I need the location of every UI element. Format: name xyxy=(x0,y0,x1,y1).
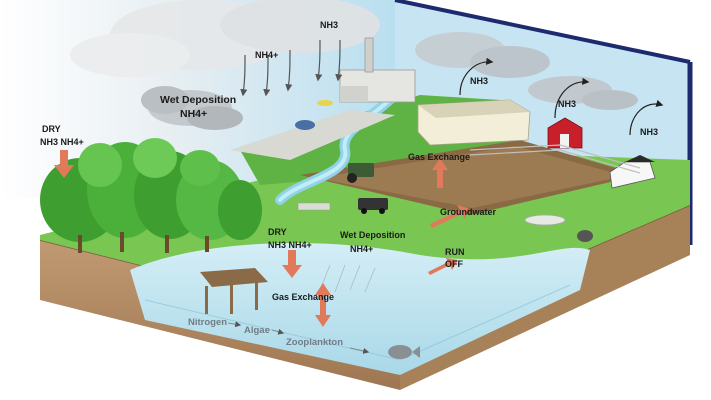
deposition-arrows xyxy=(240,39,343,97)
bridge xyxy=(297,202,331,211)
car xyxy=(317,100,333,106)
algae-label: Algae xyxy=(244,325,270,336)
runoff-label-line2: OFF xyxy=(445,259,463,269)
car xyxy=(295,120,315,130)
dry-deposition-water-species: NH3 NH4+ xyxy=(268,240,312,250)
groundwater-arrow xyxy=(430,205,468,228)
road xyxy=(230,100,395,160)
gas-exchange-land-arrow xyxy=(432,158,448,188)
pier xyxy=(200,268,268,314)
truck xyxy=(358,198,388,214)
tractor xyxy=(347,163,374,183)
fish xyxy=(388,345,420,359)
flux-arrows xyxy=(54,150,468,327)
wet-deposition-water-species: NH4+ xyxy=(350,244,373,254)
nh3-emission-label-1: NH3 xyxy=(470,76,488,86)
gas-exchange-water-arrow xyxy=(315,283,331,327)
wet-deposition-sky-species: NH4+ xyxy=(180,108,207,120)
nitrogen-label: Nitrogen xyxy=(188,317,227,328)
gas-exchange-water-label: Gas Exchange xyxy=(272,292,334,302)
wet-deposition-water-title: Wet Deposition xyxy=(340,230,405,240)
emission-arrows xyxy=(459,57,664,136)
barn xyxy=(547,117,583,149)
dry-deposition-left-title: DRY xyxy=(42,124,61,134)
dry-deposition-arrow xyxy=(54,150,74,178)
food-chain-arrows xyxy=(227,321,370,354)
rock xyxy=(524,214,593,242)
fence xyxy=(469,144,641,174)
nh3-emission-label-3: NH3 xyxy=(640,127,658,137)
dry-deposition-water-title: DRY xyxy=(268,227,287,237)
dry-deposition-water-arrow xyxy=(282,250,302,278)
nh3-top-label: NH3 xyxy=(320,20,338,30)
gas-exchange-land-label: Gas Exchange xyxy=(408,152,470,162)
dry-deposition-left-species: NH3 NH4+ xyxy=(40,137,84,147)
cloud-cluster xyxy=(70,0,638,130)
factory xyxy=(339,37,416,103)
nh3-emission-label-2: NH3 xyxy=(558,99,576,109)
groundwater-label: Groundwater xyxy=(440,207,497,217)
runoff-arrow xyxy=(428,258,458,275)
forest xyxy=(40,138,262,253)
farm-shed xyxy=(417,99,531,146)
lake xyxy=(130,243,590,375)
nh4-top-label: NH4+ xyxy=(255,50,278,60)
farmhouse xyxy=(609,155,656,189)
zooplankton-label: Zooplankton xyxy=(286,337,343,348)
wet-deposition-sky-title: Wet Deposition xyxy=(160,94,236,106)
rain xyxy=(319,264,376,293)
runoff-label-line1: RUN xyxy=(445,247,465,257)
